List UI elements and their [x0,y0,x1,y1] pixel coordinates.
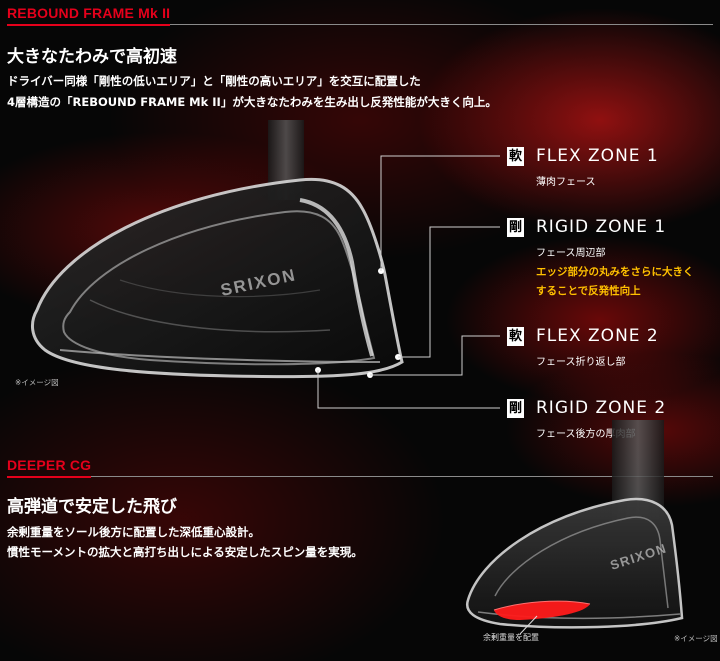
section2-divider [91,476,713,477]
zone-flex-2: 軟 FLEX ZONE 2 フェース折り返し部 [507,327,659,368]
zone-rigid-1-sub: フェース周辺部 [536,248,606,259]
section2-header: DEEPER CG [7,457,713,478]
section1-body-line1: ドライバー同様「剛性の低いエリア」と「剛性の高いエリア」を交互に配置した [7,74,421,88]
section2-body-line1: 余剰重量をソール後方に配置した深低重心設計。 [7,525,260,539]
zone-rigid-2-sub: フェース後方の厚肉部 [536,429,636,440]
weight-indicator [494,601,590,620]
zone-rigid-1-highlight-line2: することで反発性向上 [536,285,641,297]
weight-caption-pointer [519,615,538,635]
section2-body-line2: 慣性モーメントの拡大と高打ち出しによる安定したスピン量を実現。 [7,545,363,559]
zone-flex-1-title: FLEX ZONE 1 [536,146,659,166]
section1-label: REBOUND FRAME Mk II [7,5,171,26]
callout-line-flex2 [370,335,500,376]
zone-rigid-1-badge: 剛 [507,218,524,237]
section1-heading: 大きなたわみで高初速 [7,47,177,67]
section2-label: DEEPER CG [7,457,92,478]
zone-flex-2-sub: フェース折り返し部 [536,357,626,368]
section2-heading: 高弾道で安定した飛び [7,497,177,517]
callout-line-flex1 [380,155,500,271]
section1-divider [170,24,713,25]
zone-rigid-2-title: RIGID ZONE 2 [536,398,667,418]
zone-rigid-2-badge: 剛 [507,399,524,418]
callout-line-rigid2 [317,370,500,409]
zone-rigid-1-title: RIGID ZONE 1 [536,217,667,237]
section1-image-note: ※イメージ図 [15,378,59,387]
zone-rigid-2: 剛 RIGID ZONE 2 フェース後方の厚肉部 [507,399,666,440]
zone-flex-2-title: FLEX ZONE 2 [536,326,659,346]
zone-flex-1: 軟 FLEX ZONE 1 薄肉フェース [507,147,659,188]
callout-line-rigid1 [398,226,500,358]
zone-rigid-1: 剛 RIGID ZONE 1 フェース周辺部 エッジ部分の丸みをさらに大きく す… [507,218,694,301]
lower-head-outline [465,497,684,629]
section2-image-note: ※イメージ図 [674,634,718,643]
zone-rigid-1-highlight-line1: エッジ部分の丸みをさらに大きく [536,266,694,278]
zone-flex-1-sub: 薄肉フェース [536,177,596,188]
zone-flex-2-badge: 軟 [507,327,524,346]
zone-flex-1-badge: 軟 [507,147,524,166]
lower-shaft [612,420,664,520]
section1-body-line2: 4層構造の「REBOUND FRAME Mk II」が大きなたわみを生み出し反発… [7,95,497,109]
section1-header: REBOUND FRAME Mk II [7,5,713,26]
weight-caption: 余剰重量を配置 [483,633,539,642]
upper-head-outline [31,177,404,379]
